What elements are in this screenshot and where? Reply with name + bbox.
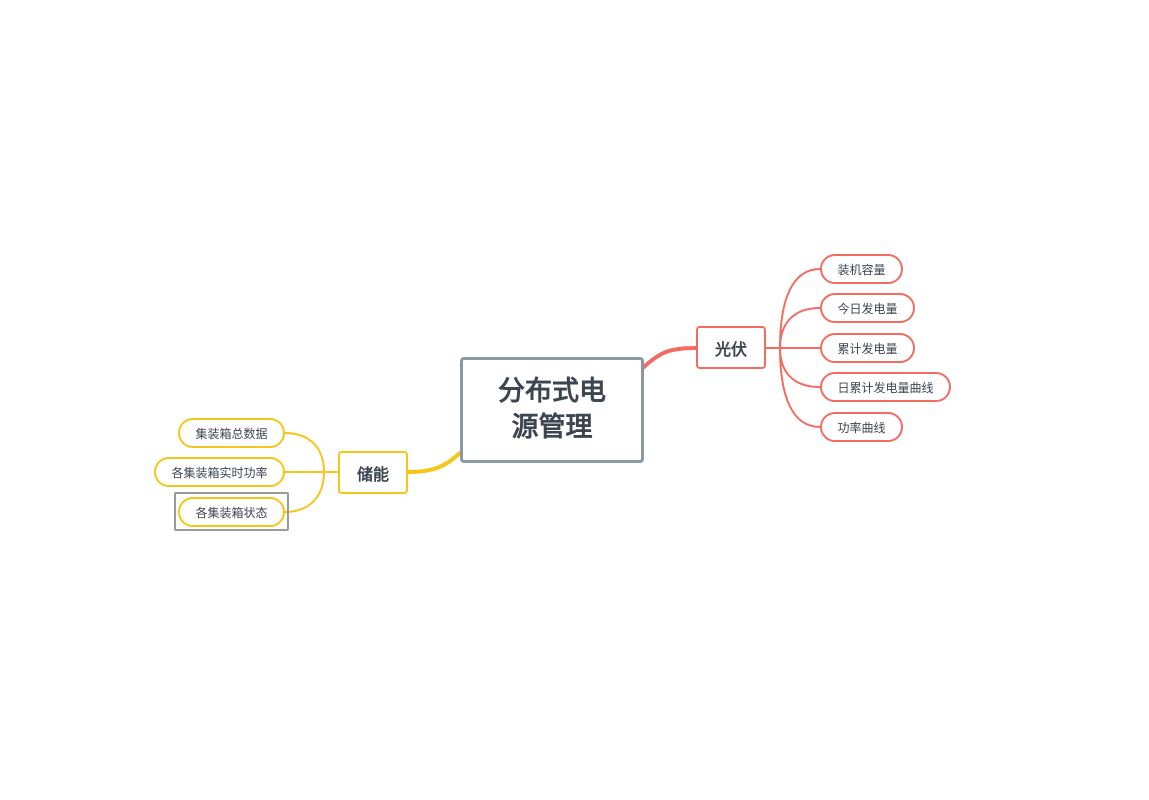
subtopic-storage-3[interactable]: 各集装箱状态 [178, 497, 285, 527]
subtopic-pv-1[interactable]: 装机容量 [820, 254, 903, 284]
subtopic-pv-4[interactable]: 日累计发电量曲线 [820, 372, 951, 402]
link-pv-child-5 [766, 347, 821, 428]
link-pv-child-2 [766, 307, 821, 349]
link-storage-child-3 [283, 471, 338, 513]
topic-storage[interactable]: 储能 [338, 451, 408, 494]
central-topic-line-2: 源管理 [511, 412, 593, 443]
subtopic-pv-5[interactable]: 功率曲线 [820, 412, 903, 442]
link-pv-child-4 [766, 347, 821, 388]
subtopic-pv-3[interactable]: 累计发电量 [820, 333, 915, 363]
subtopic-pv-2[interactable]: 今日发电量 [820, 293, 915, 323]
link-storage-child-1 [283, 432, 338, 473]
topic-pv[interactable]: 光伏 [696, 326, 766, 369]
subtopic-storage-1[interactable]: 集装箱总数据 [178, 418, 285, 448]
selection-frame [174, 492, 289, 531]
link-central-pv [642, 346, 698, 369]
central-topic-line-1: 分布式电 [498, 376, 606, 407]
link-central-storage [406, 451, 462, 474]
subtopic-storage-2[interactable]: 各集装箱实时功率 [154, 457, 285, 487]
central-topic[interactable]: 分布式电 源管理 [460, 357, 644, 463]
